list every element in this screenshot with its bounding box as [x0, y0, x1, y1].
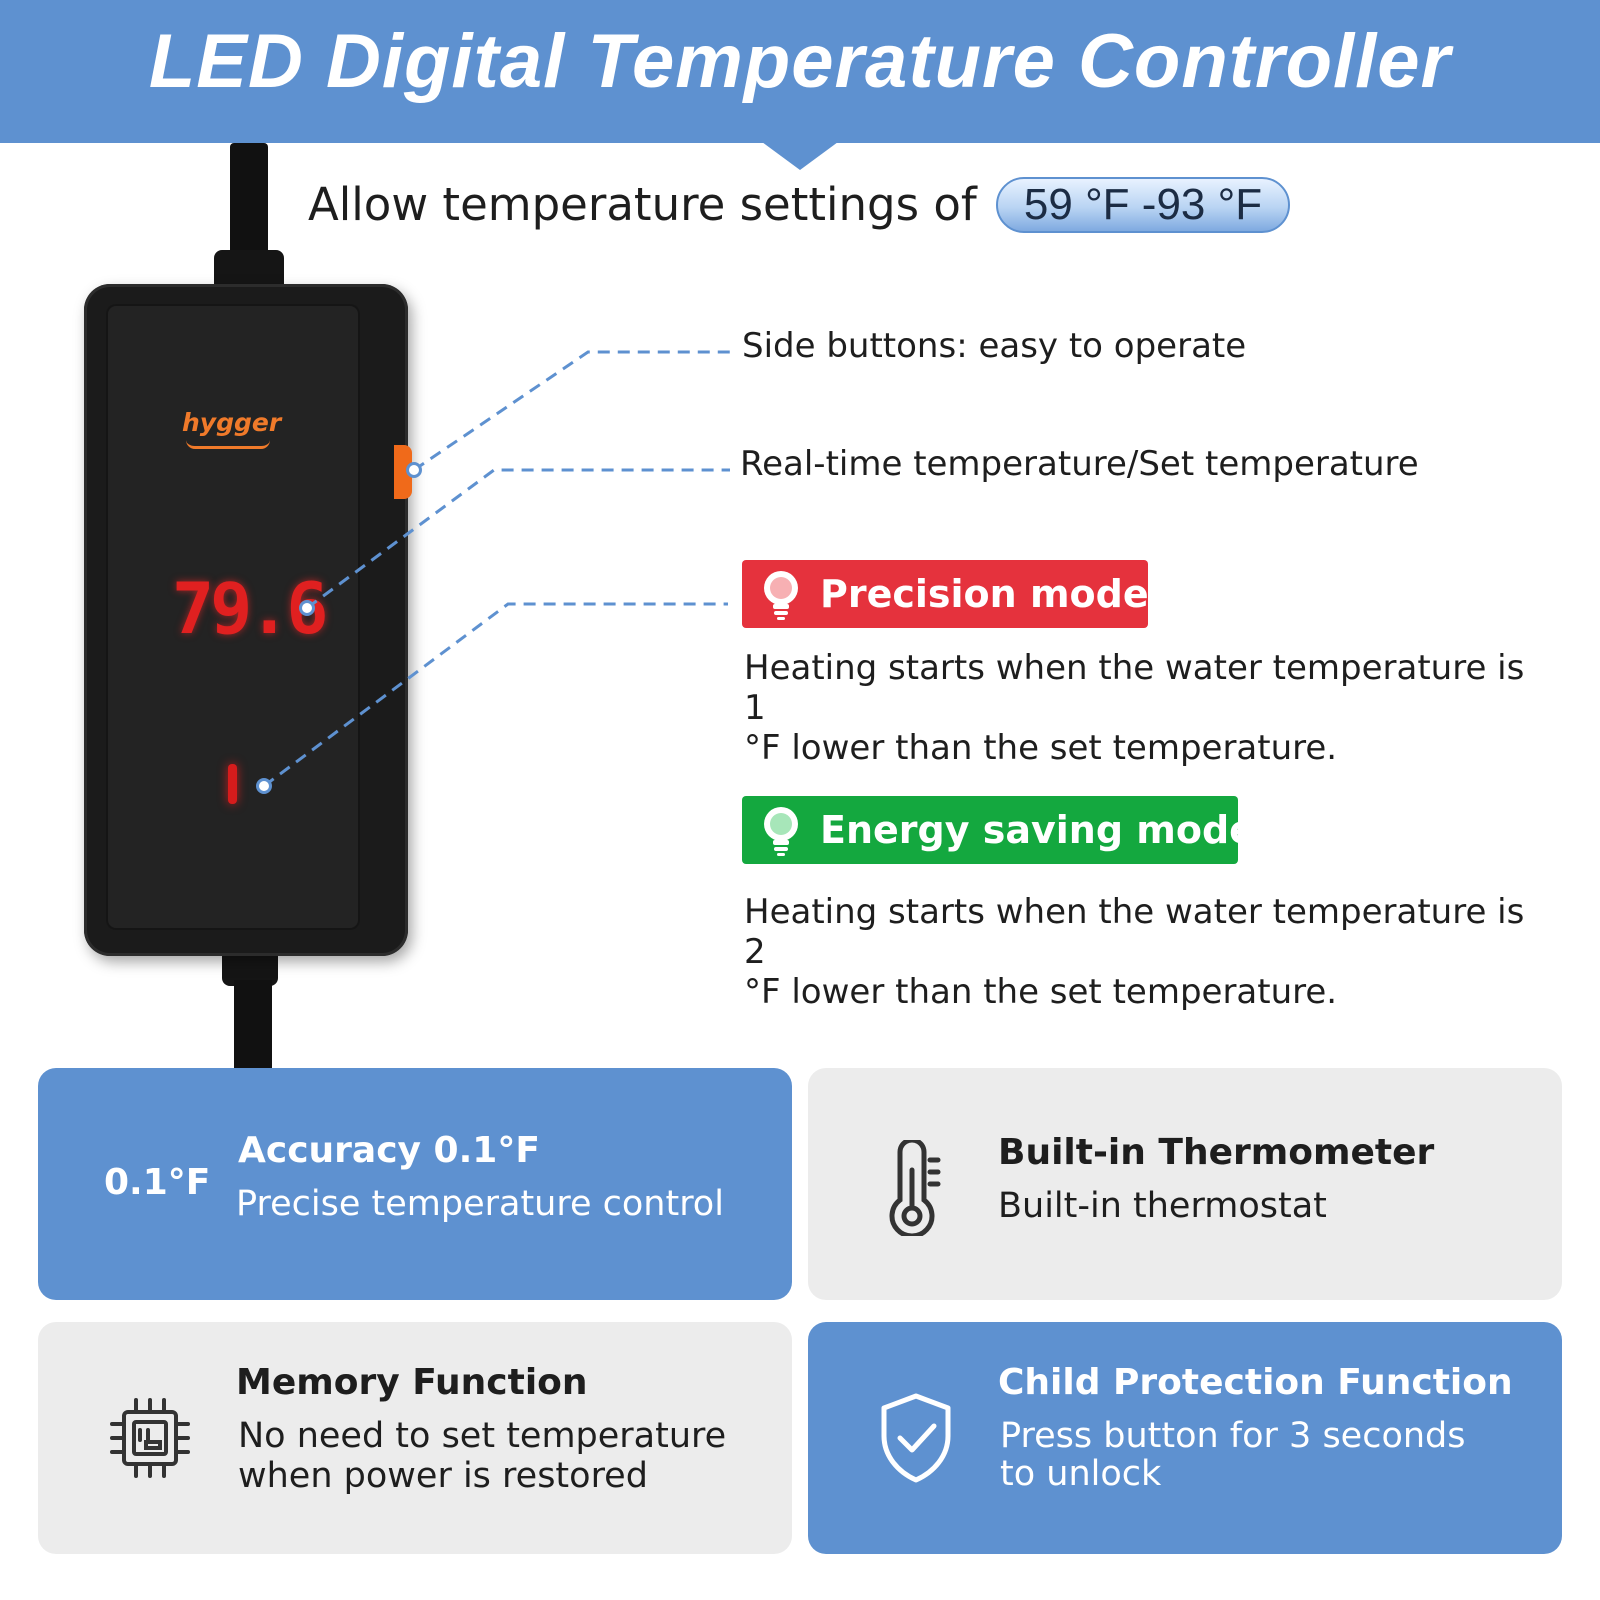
callout-line-display	[306, 468, 730, 610]
display-label: Real-time temperature/Set temperature	[740, 444, 1419, 484]
memory-subtitle-line2: when power is restored	[238, 1456, 648, 1496]
feature-card-memory: Memory Function No need to set temperatu…	[38, 1322, 792, 1554]
energy-mode-desc-line2: °F lower than the set temperature.	[744, 972, 1338, 1012]
header-notch	[762, 142, 838, 170]
red-bulb-icon	[764, 571, 798, 620]
bottom-cable	[234, 980, 272, 1070]
precision-mode-label: Precision mode	[820, 572, 1149, 616]
precision-mode-description: Heating starts when the water temperatur…	[744, 648, 1544, 768]
top-cable-collar	[214, 250, 284, 288]
energy-saving-mode-description: Heating starts when the water temperatur…	[744, 892, 1544, 1012]
controller-device	[84, 284, 408, 956]
header-banner	[0, 0, 1600, 143]
green-bulb-icon	[764, 807, 798, 856]
thermometer-subtitle: Built-in thermostat	[998, 1186, 1327, 1226]
thermometer-title: Built-in Thermometer	[998, 1132, 1435, 1173]
callout-dot-indicator	[256, 778, 272, 794]
thermometer-icon	[889, 1140, 941, 1236]
feature-card-thermometer: Built-in Thermometer Built-in thermostat	[808, 1068, 1562, 1300]
accuracy-title: Accuracy 0.1°F	[238, 1130, 540, 1171]
page-title: LED Digital Temperature Controller	[148, 19, 1452, 104]
accuracy-icon-text: 0.1°F	[104, 1162, 211, 1203]
feature-card-child-protection: Child Protection Function Press button f…	[808, 1322, 1562, 1554]
callout-dot-display	[299, 600, 315, 616]
range-label: Allow temperature settings of	[308, 178, 977, 231]
precision-mode-desc-line1: Heating starts when the water temperatur…	[744, 648, 1525, 728]
child-protection-subtitle-line1: Press button for 3 seconds	[1000, 1416, 1466, 1456]
callout-line-modes	[263, 602, 728, 788]
energy-saving-mode-label: Energy saving mode	[820, 808, 1255, 852]
memory-title: Memory Function	[236, 1362, 588, 1403]
brand-logo: hygger	[182, 408, 282, 437]
side-button	[394, 445, 412, 499]
callout-dot-side-button	[406, 462, 422, 478]
range-value-pill: 59 °F -93 °F	[996, 177, 1290, 233]
accuracy-subtitle: Precise temperature control	[236, 1184, 724, 1224]
precision-mode-badge: Precision mode	[742, 560, 1149, 628]
energy-saving-mode-badge: Energy saving mode	[742, 796, 1255, 864]
feature-card-accuracy: 0.1°F Accuracy 0.1°F Precise temperature…	[38, 1068, 792, 1300]
callout-lines	[263, 350, 730, 788]
device-face	[106, 304, 360, 930]
child-protection-title: Child Protection Function	[998, 1362, 1513, 1403]
precision-mode-desc-line2: °F lower than the set temperature.	[744, 728, 1338, 768]
chip-icon	[110, 1398, 190, 1478]
callout-line-side-buttons	[413, 350, 730, 472]
side-buttons-label: Side buttons: easy to operate	[742, 326, 1247, 366]
shield-check-icon	[881, 1393, 951, 1483]
energy-mode-desc-line1: Heating starts when the water temperatur…	[744, 892, 1525, 972]
top-cable	[230, 143, 268, 261]
child-protection-subtitle-line2: to unlock	[1000, 1454, 1162, 1494]
heating-indicator-light	[228, 764, 237, 804]
brand-logo-swoosh	[186, 440, 270, 449]
memory-subtitle-line1: No need to set temperature	[238, 1416, 727, 1456]
